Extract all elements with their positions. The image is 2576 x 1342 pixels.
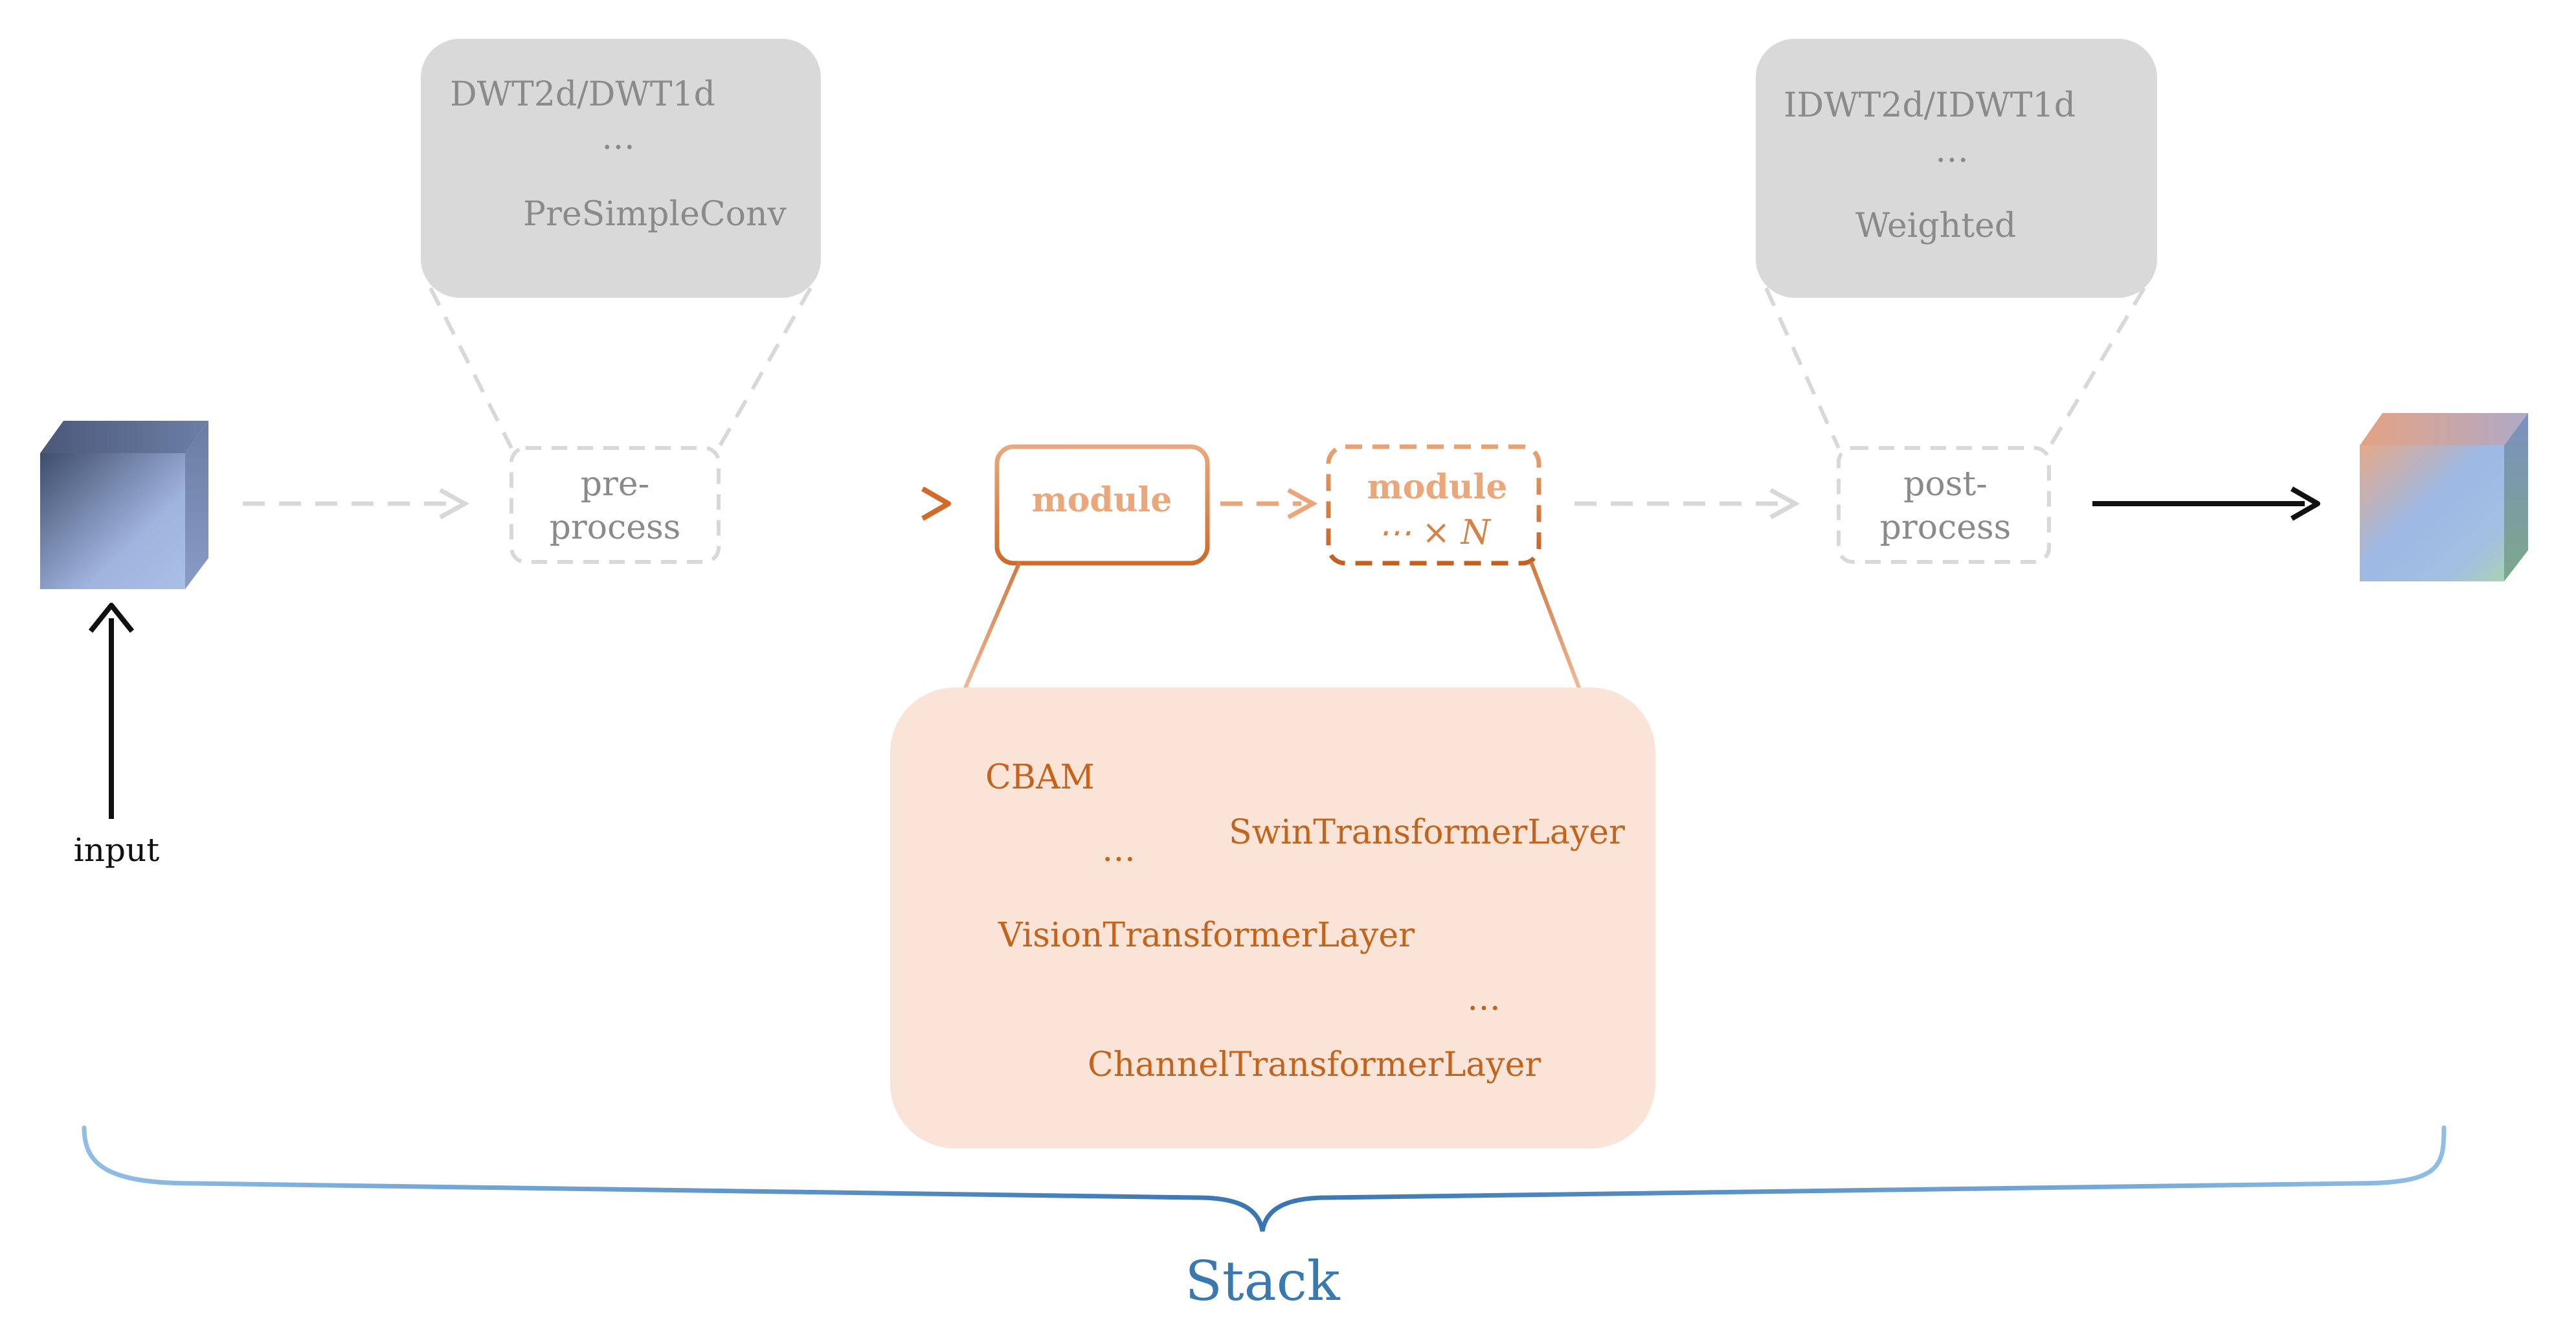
preprocess-leaders [429,287,812,449]
input-cube [40,421,208,589]
arrow-preprocess-to-module [745,486,951,521]
postprocess-options-box [1756,39,2157,298]
preprocess-label-line1: pre- [581,465,650,504]
preprocess-option-presimpleconv: PreSimpleConv [523,195,787,234]
input-label: input [74,831,160,869]
module-repeat-suffix: ⋯ × N [1378,513,1492,552]
output-cube [2360,413,2528,581]
module-option-ellipsis-2: … [1467,979,1501,1018]
module-option-ellipsis-1: … [1102,831,1136,869]
arrow-input-to-preprocess [243,487,470,520]
preprocess-options-box [421,39,821,298]
postprocess-label-line1: post- [1903,465,1988,504]
stack-brace [82,1125,2447,1232]
module-repeat-box [1326,444,1541,566]
module-label: module [1032,480,1172,520]
module-option-vit: VisionTransformerLayer [998,916,1415,955]
arrow-postprocess-to-output [2092,486,2320,521]
preprocess-box [510,446,721,564]
postprocess-option-ellipsis: … [1935,131,1969,170]
postprocess-option-weighted: Weighted [1855,207,2016,245]
preprocess-label-line2: process [550,508,681,547]
input-arrow [88,603,135,819]
arrow-repeat-to-postprocess [1574,487,1800,520]
module-option-swin: SwinTransformerLayer [1229,813,1625,852]
preprocess-option-dwt: DWT2d/DWT1d [450,75,715,114]
postprocess-leaders [1764,287,2146,449]
postprocess-option-idwt: IDWT2d/IDWT1d [1784,86,2076,125]
module-option-channel: ChannelTransformerLayer [1088,1046,1541,1084]
module-option-cbam: CBAM [985,758,1095,797]
arrow-module-to-repeat [1220,487,1318,520]
module-repeat-label: module [1367,467,1508,507]
module-options-box [890,688,1655,1148]
module-leaders [963,561,1582,691]
stack-label: Stack [1185,1249,1340,1313]
postprocess-box [1837,446,2051,564]
preprocess-option-ellipsis: … [601,118,635,157]
module-box [994,444,1210,566]
postprocess-label-line2: process [1880,508,2011,547]
